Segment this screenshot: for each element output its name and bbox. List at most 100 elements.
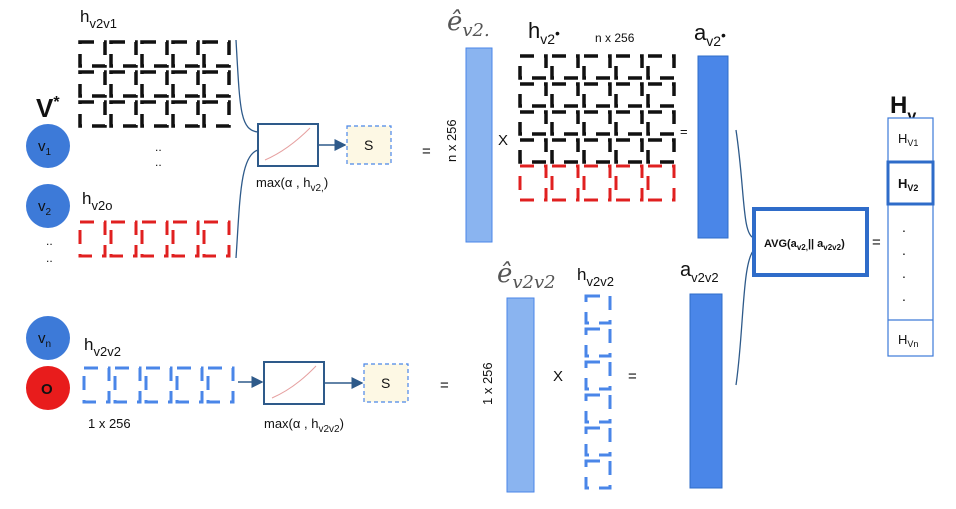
grid-cell bbox=[518, 54, 548, 80]
grid-cell bbox=[140, 100, 169, 128]
grid-cell bbox=[144, 366, 173, 404]
eq-bottom-mid: = bbox=[628, 368, 637, 385]
dots-small-2: .. bbox=[155, 155, 162, 169]
grid-cell bbox=[584, 327, 612, 358]
s-box-top bbox=[346, 125, 392, 165]
grid-cell bbox=[202, 40, 231, 68]
grid-cell bbox=[109, 40, 138, 68]
grid-cell bbox=[584, 294, 612, 325]
connector-top-1 bbox=[235, 39, 259, 133]
grid-cell bbox=[614, 82, 644, 108]
h-v2dot-label: hv2• bbox=[528, 18, 560, 47]
node-v1 bbox=[26, 124, 70, 168]
grid-cell bbox=[140, 220, 169, 258]
grid-cell bbox=[171, 70, 200, 98]
grid-cell bbox=[171, 100, 200, 128]
times-bottom: X bbox=[553, 368, 563, 385]
H-vn-item: HVn bbox=[898, 332, 918, 349]
grid-cell bbox=[109, 220, 138, 258]
grid-cell bbox=[175, 366, 204, 404]
grid-cell bbox=[518, 164, 548, 202]
avg-box bbox=[752, 207, 869, 277]
n-x-256-top: n x 256 bbox=[595, 31, 635, 45]
node-o bbox=[26, 366, 70, 410]
grid-cell bbox=[109, 100, 138, 128]
grid-cell bbox=[646, 138, 676, 164]
h-v2o-label: hv2o bbox=[82, 189, 112, 213]
grid-cell bbox=[78, 70, 107, 98]
grid-cell bbox=[582, 54, 612, 80]
dots-small-1: .. bbox=[155, 140, 162, 154]
grid-cell bbox=[82, 366, 111, 404]
grid-cell bbox=[614, 54, 644, 80]
avg-label: AVG(av2,|| av2v2) bbox=[764, 238, 845, 252]
node-vn-label: vn bbox=[38, 330, 51, 350]
grid-cell bbox=[614, 110, 644, 136]
H-v-list bbox=[887, 117, 934, 357]
grid-cell bbox=[113, 366, 142, 404]
H-list-dot-3: . bbox=[902, 265, 906, 281]
grid-cell bbox=[550, 54, 580, 80]
grid-cell bbox=[202, 100, 231, 128]
node-v1-label: v1 bbox=[38, 138, 52, 158]
connector-avg-bottom bbox=[735, 249, 755, 386]
grid-cell bbox=[171, 40, 200, 68]
one-x-256-vertical: 1 x 256 bbox=[480, 362, 495, 405]
h-v2v2-mid-label: hv2v2 bbox=[577, 265, 614, 289]
H-list-dot-2: . bbox=[902, 242, 906, 258]
H-v2-item: HV2 bbox=[898, 176, 918, 193]
e-hat-v2v2-label: êv2v2 bbox=[497, 259, 556, 293]
h-v2v1-label: hv2v1 bbox=[80, 7, 117, 31]
grid-cell bbox=[78, 100, 107, 128]
grid-cell bbox=[140, 40, 169, 68]
grid-cell bbox=[202, 220, 231, 258]
H-v2-item-box bbox=[886, 160, 935, 206]
grid-cell bbox=[140, 70, 169, 98]
grid-cell bbox=[584, 393, 612, 424]
e-hat-v2-label: êv2. bbox=[447, 7, 490, 41]
H-v1-item: HV1 bbox=[898, 131, 918, 148]
max-curve-bottom bbox=[271, 365, 317, 399]
h-v2v2-mid-column bbox=[584, 294, 612, 490]
connector-avg-top bbox=[735, 129, 755, 239]
H-v-title: Hv bbox=[890, 92, 916, 125]
a-v2v2-label: av2v2 bbox=[680, 259, 719, 285]
grid-cell bbox=[518, 82, 548, 108]
times-top: X bbox=[498, 132, 508, 149]
connector-top-2 bbox=[235, 149, 259, 259]
grid-cell bbox=[550, 164, 580, 202]
a-v2v2-vector bbox=[689, 293, 723, 489]
grid-cell bbox=[518, 110, 548, 136]
node-v2-label: v2 bbox=[38, 198, 52, 218]
h-v2o-grid bbox=[78, 220, 231, 258]
grid-cell bbox=[646, 164, 676, 202]
node-dots-1: .. bbox=[46, 234, 53, 248]
grid-cell bbox=[78, 40, 107, 68]
H-list-dot-4: . bbox=[902, 288, 906, 304]
grid-cell bbox=[550, 110, 580, 136]
max-label-top: max(α , hv2,) bbox=[256, 175, 328, 194]
v-star-label: V* bbox=[36, 93, 60, 123]
grid-cell bbox=[582, 138, 612, 164]
grid-cell bbox=[646, 82, 676, 108]
node-o-label: O bbox=[41, 381, 53, 398]
s-box-bottom bbox=[363, 363, 409, 403]
s-label-top: S bbox=[364, 137, 373, 153]
grid-cell bbox=[550, 82, 580, 108]
grid-cell bbox=[584, 426, 612, 457]
h-v2v2-left-row bbox=[82, 366, 235, 404]
max-curve-top bbox=[264, 127, 311, 161]
grid-cell bbox=[584, 459, 612, 490]
a-v2dot-label: av2• bbox=[694, 20, 726, 49]
grid-cell bbox=[518, 138, 548, 164]
e-hat-v2-vector bbox=[465, 47, 493, 243]
max-box-top bbox=[257, 123, 319, 167]
e-hat-v2v2-vector bbox=[506, 297, 535, 493]
grid-cell bbox=[206, 366, 235, 404]
node-dots-2: .. bbox=[46, 251, 53, 265]
grid-cell bbox=[202, 70, 231, 98]
grid-cell bbox=[614, 164, 644, 202]
grid-cell bbox=[109, 70, 138, 98]
grid-cell bbox=[171, 220, 200, 258]
